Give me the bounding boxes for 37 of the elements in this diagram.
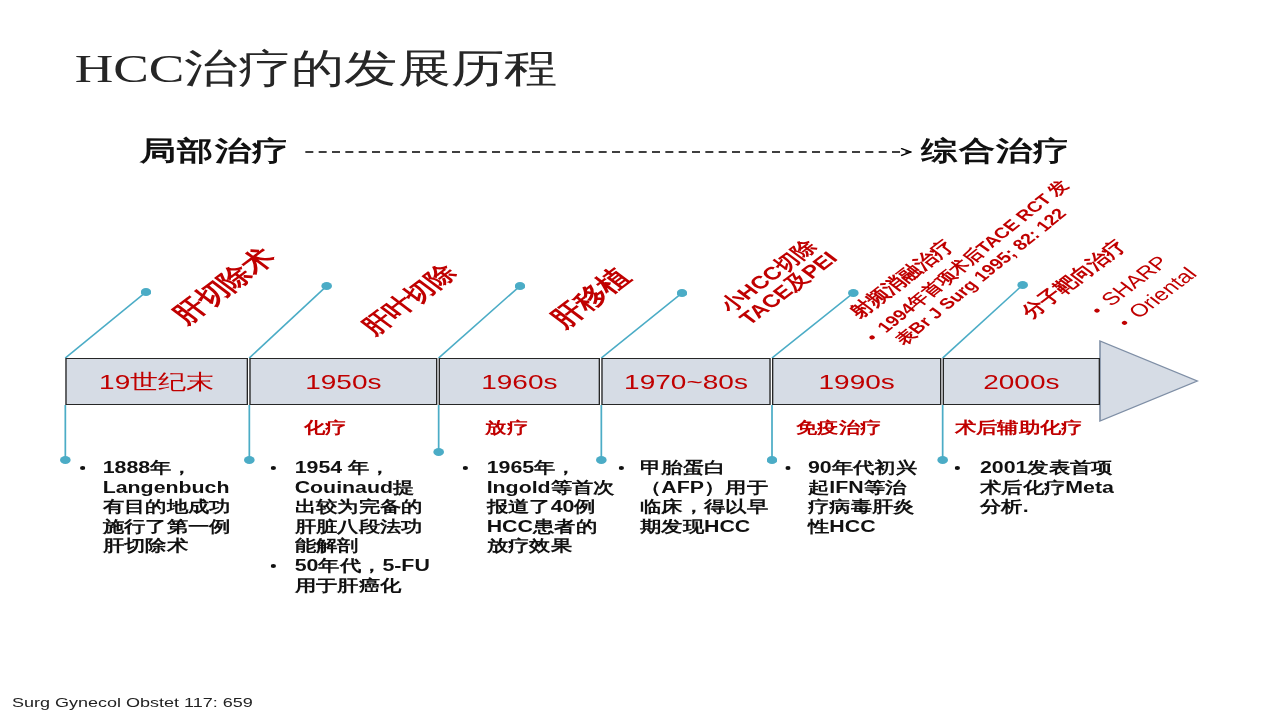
note-text: 1954 年，Couinaud提出较为完备的肝脏八段法功能解剖 [294, 458, 424, 556]
stage-label: 局部治疗 [140, 137, 290, 167]
therapy-label: 术后辅助化疗 [954, 419, 1083, 437]
leader-line [596, 404, 606, 465]
timeline-segment: 1960s [438, 358, 600, 405]
note-text: 50年代，5-FU用于肝癌化 [294, 556, 431, 595]
note-text: 1888年，Langenbuch有目的地成功施行了第一例肝切除术 [102, 458, 232, 556]
therapy-label: 放疗 [485, 419, 528, 437]
milestone-label: 肝叶切除 [356, 260, 463, 340]
leader-line [244, 404, 254, 465]
leader-line [938, 404, 948, 465]
timeline-segment: 1950s [249, 358, 438, 405]
timeline-segment: 19世纪末 [65, 358, 248, 405]
leader-line [434, 404, 444, 457]
therapy-label: 化疗 [304, 419, 347, 437]
citation-text: Surg Gynecol Obstet 117: 659 [12, 696, 253, 711]
leader-line [767, 404, 777, 465]
note-text: 甲胎蛋白（AFP）用于临床，得以早期发现HCC [640, 458, 769, 536]
leader-line [248, 281, 332, 359]
timeline-segment: 1990s [772, 358, 942, 405]
timeline-segment: 2000s [942, 358, 1100, 405]
note-text: 1965年，Ingold等首次报道了40例HCC患者的放疗效果 [486, 458, 616, 556]
note-text: 2001发表首项术后化疗Meta分析. [980, 458, 1115, 517]
dashed-arrow [304, 147, 912, 157]
stage-label: 综合治疗 [921, 137, 1071, 167]
leader-line [941, 280, 1028, 359]
leader-line [437, 281, 525, 359]
leader-line [64, 287, 151, 359]
leader-line [771, 288, 858, 359]
note-text: 90年代初兴起IFN等治疗病毒肝炎性HCC [808, 458, 919, 536]
slide-title: HCC治疗的发展历程 [74, 46, 558, 92]
leader-line [60, 404, 70, 465]
leader-line [600, 288, 687, 359]
therapy-label: 免疫治疗 [796, 419, 882, 437]
milestone-label: 肝切除术 [166, 242, 282, 330]
milestone-label: 肝移植 [544, 263, 638, 333]
timeline-segment: 1970~80s [601, 358, 771, 405]
